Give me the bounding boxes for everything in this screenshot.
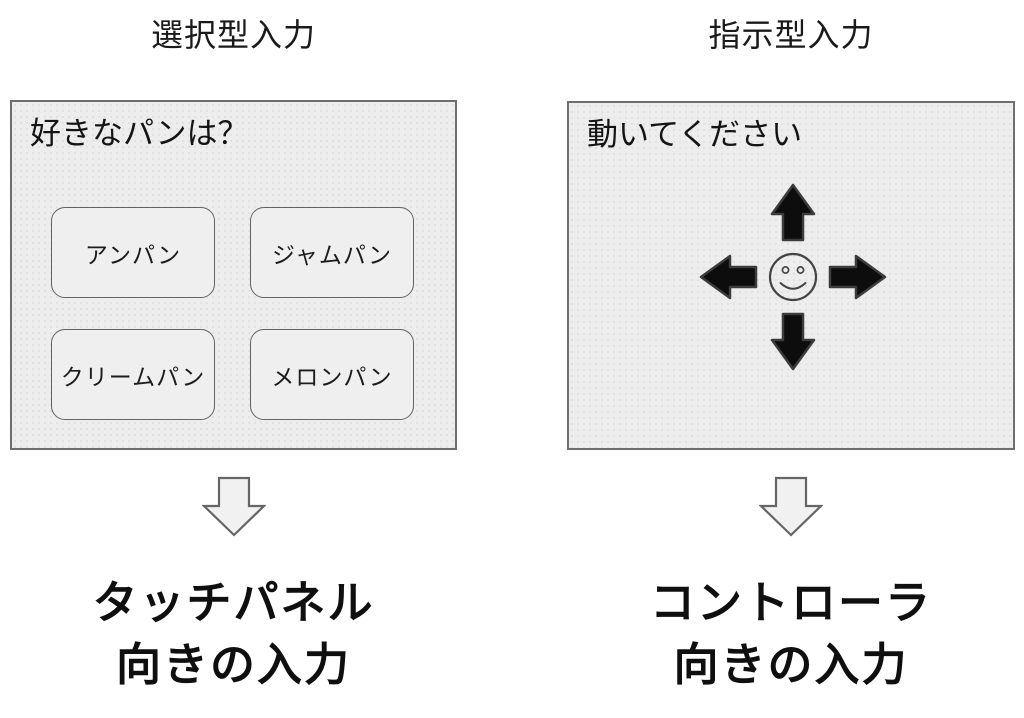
left-caption-line1: タッチパネル <box>92 576 375 629</box>
down-arrow-icon <box>201 476 267 538</box>
right-column-title: 指示型入力 <box>708 16 874 54</box>
bread-option-button-anpan[interactable]: アンパン <box>51 207 215 298</box>
bread-option-button-creampan[interactable]: クリームパン <box>51 329 215 420</box>
right-caption-line1: コントローラ <box>649 576 932 629</box>
right-caption-line2: 向きの入力 <box>673 638 909 691</box>
left-caption: タッチパネル 向きの入力 <box>10 572 457 696</box>
left-arrow-icon <box>699 254 758 300</box>
right-caption: コントローラ 向きの入力 <box>567 572 1015 696</box>
selection-input-panel: 好きなパンは？ アンパン ジャムパン クリームパン メロンパン <box>10 100 457 450</box>
panel-question-text: 好きなパンは？ <box>30 116 249 152</box>
smiley-face-icon <box>768 252 818 302</box>
up-arrow-icon <box>770 183 816 242</box>
right-arrow-icon <box>828 254 887 300</box>
down-direction-arrow-icon <box>770 312 816 371</box>
direction-cross-svg <box>699 183 887 371</box>
bread-option-button-melonpan[interactable]: メロンパン <box>250 329 414 420</box>
down-arrow-icon <box>758 476 824 538</box>
instruction-input-panel: 動いてください <box>567 101 1015 450</box>
bread-option-button-jampan[interactable]: ジャムパン <box>250 207 414 298</box>
direction-arrows-graphic <box>693 177 893 377</box>
left-column-title: 選択型入力 <box>150 16 316 54</box>
left-caption-line2: 向きの入力 <box>115 638 351 691</box>
bread-options-grid: アンパン ジャムパン クリームパン メロンパン <box>51 207 414 420</box>
panel-instruction-text: 動いてください <box>587 117 803 153</box>
